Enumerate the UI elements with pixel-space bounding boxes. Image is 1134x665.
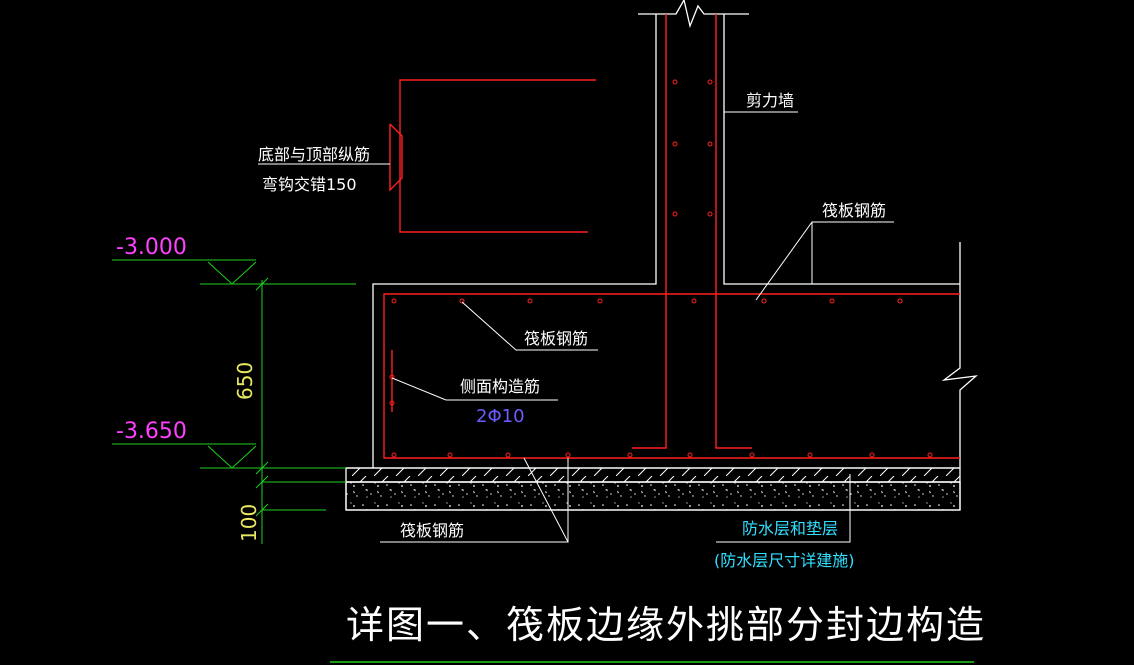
leader-lines bbox=[258, 111, 894, 543]
label-hook-line2: 弯钩交错150 bbox=[262, 175, 357, 194]
elevation-bottom-marker bbox=[112, 443, 346, 469]
rebar-group bbox=[383, 14, 960, 459]
hook-detail-tip bbox=[389, 123, 403, 192]
label-raft-rebar-top: 筏板钢筋 bbox=[822, 201, 886, 220]
structure-outline bbox=[345, 0, 979, 511]
label-waterproof-line1: 防水层和垫层 bbox=[742, 519, 838, 538]
wall-left-outline bbox=[372, 14, 657, 468]
slab-break-line bbox=[941, 242, 979, 468]
label-side-rebar: 侧面构造筋 bbox=[460, 377, 540, 396]
rebar-dots bbox=[389, 79, 933, 458]
wall-rebar-left bbox=[632, 14, 667, 449]
elevation-top-marker bbox=[112, 259, 356, 285]
cushion-layer bbox=[345, 481, 961, 511]
label-raft-rebar-bottom: 筏板钢筋 bbox=[400, 521, 464, 540]
dimension-cushion-thickness: 100 bbox=[237, 504, 261, 542]
label-waterproof-line2: (防水层尺寸详建施) bbox=[714, 551, 855, 570]
elevation-bottom-text: -3.650 bbox=[116, 419, 187, 444]
dimension-slab-thickness: 650 bbox=[233, 362, 257, 400]
elevation-top-text: -3.000 bbox=[116, 235, 187, 260]
drawing-title: 详图一、筏板边缘外挑部分封边构造 bbox=[346, 603, 986, 647]
label-hook-line1: 底部与顶部纵筋 bbox=[258, 145, 370, 164]
label-raft-rebar-middle: 筏板钢筋 bbox=[524, 329, 588, 348]
label-shear-wall: 剪力墙 bbox=[746, 91, 794, 110]
wall-break-line bbox=[638, 0, 749, 29]
waterproof-layer bbox=[345, 467, 961, 483]
label-side-rebar-spec: 2Φ10 bbox=[476, 406, 525, 427]
dimension-lines bbox=[255, 277, 346, 544]
hook-detail-bar bbox=[399, 79, 596, 233]
wall-right-outline bbox=[723, 14, 960, 285]
wall-rebar-right bbox=[715, 14, 752, 449]
slab-top-rebar bbox=[383, 293, 960, 459]
